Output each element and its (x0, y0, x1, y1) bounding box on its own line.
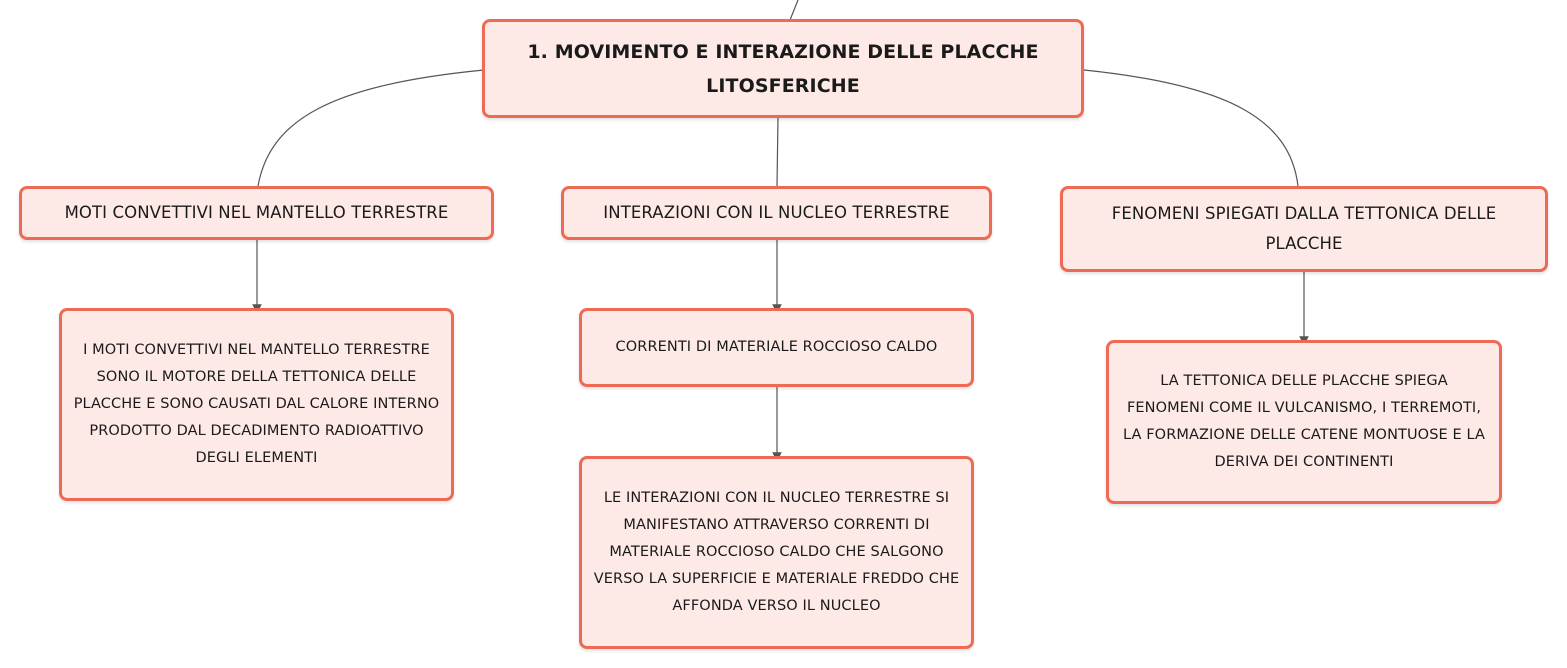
branch-node-fenomeni-label: FENOMENI SPIEGATI DALLA TETTONICA DELLE … (1111, 204, 1497, 253)
branch-node-nucleo[interactable]: INTERAZIONI CON IL NUCLEO TERRESTRE (561, 186, 992, 240)
leaf-node-nucleo-label: LE INTERAZIONI CON IL NUCLEO TERRESTRE S… (593, 490, 960, 614)
sub-node-correnti[interactable]: CORRENTI DI MATERIALE ROCCIOSO CALDO (579, 308, 974, 387)
branch-node-nucleo-label: INTERAZIONI CON IL NUCLEO TERRESTRE (603, 203, 950, 222)
leaf-node-nucleo[interactable]: LE INTERAZIONI CON IL NUCLEO TERRESTRE S… (579, 456, 974, 649)
root-node[interactable]: 1. MOVIMENTO E INTERAZIONE DELLE PLACCHE… (482, 19, 1084, 118)
leaf-node-fenomeni-label: LA TETTONICA DELLE PLACCHE SPIEGA FENOME… (1123, 373, 1485, 470)
connector-incoming-root (789, 0, 799, 21)
root-node-label: 1. MOVIMENTO E INTERAZIONE DELLE PLACCHE… (527, 40, 1039, 97)
branch-node-mantello[interactable]: MOTI CONVETTIVI NEL MANTELLO TERRESTRE (19, 186, 494, 240)
leaf-node-mantello[interactable]: I MOTI CONVETTIVI NEL MANTELLO TERRESTRE… (59, 308, 454, 501)
leaf-node-mantello-label: I MOTI CONVETTIVI NEL MANTELLO TERRESTRE… (73, 342, 440, 466)
sub-node-correnti-label: CORRENTI DI MATERIALE ROCCIOSO CALDO (615, 339, 938, 355)
leaf-node-fenomeni[interactable]: LA TETTONICA DELLE PLACCHE SPIEGA FENOME… (1106, 340, 1502, 504)
branch-node-fenomeni[interactable]: FENOMENI SPIEGATI DALLA TETTONICA DELLE … (1060, 186, 1548, 272)
connector-root-to-branch-fenomeni (1083, 69, 1299, 187)
connector-root-to-branch-nucleo (776, 116, 779, 187)
branch-node-mantello-label: MOTI CONVETTIVI NEL MANTELLO TERRESTRE (64, 203, 449, 222)
connector-root-to-branch-mantello (257, 69, 485, 187)
